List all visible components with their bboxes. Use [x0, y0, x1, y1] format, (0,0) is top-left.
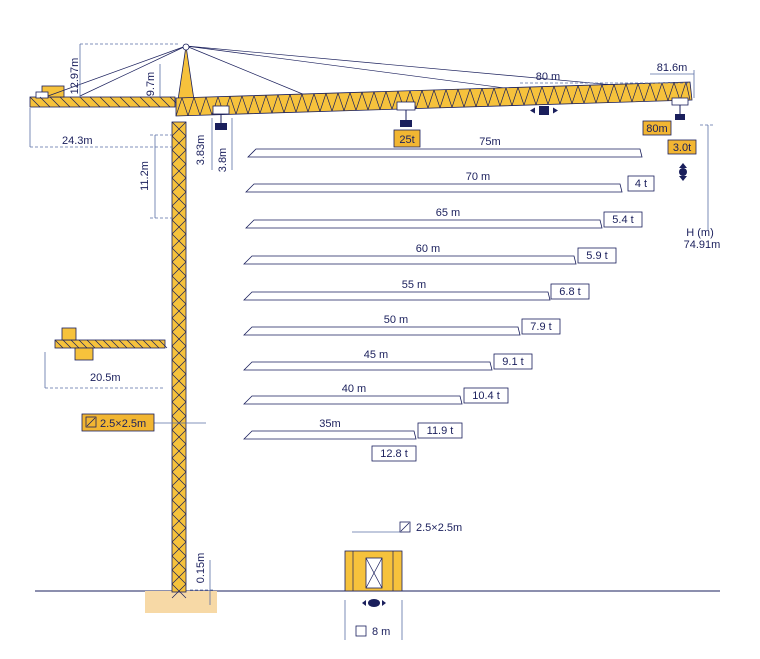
erecting-jib-label: 20.5m [90, 372, 121, 384]
height-value-label: 74.91m [684, 239, 721, 251]
tower-head [47, 43, 691, 101]
jib-config-length: 60 m [416, 243, 440, 255]
jib-config-row: 60 m 5.9 t [243, 243, 617, 265]
jib-config-capacity-box [627, 175, 655, 192]
jib-config-length: 65 m [436, 207, 460, 219]
hoist-icon [679, 163, 687, 181]
jib-config-row: 55 m 6.8 t [243, 279, 590, 301]
under-hook-height-2: 3.8m [217, 148, 229, 172]
jib-config-capacity: 7.9 t [530, 321, 551, 333]
jib-config-length: 35m [319, 418, 340, 430]
max-load-label: 25t [399, 134, 414, 146]
foundation-block [145, 591, 217, 613]
height-unit-label: H (m) [686, 227, 714, 239]
jib-config-capacity-box [603, 211, 643, 228]
jib-config-length: 75m [479, 136, 500, 148]
square-icon [355, 625, 367, 637]
jib-config-row: 40 m 10.4 t [243, 383, 509, 405]
trolley-tip [671, 97, 689, 120]
counterweight [41, 85, 65, 98]
square-section-icon [85, 416, 97, 428]
jib-config-capacity: 6.8 t [559, 286, 580, 298]
jib-config-bar [243, 430, 417, 440]
jib-config-capacity-box [577, 247, 617, 264]
tip-radius-box [642, 120, 672, 136]
tip-load-label: 3.0t [673, 142, 691, 154]
jib-config-capacity: 4 t [635, 178, 647, 190]
jib-config-bar [245, 183, 623, 193]
square-section-icon-base [399, 521, 411, 533]
jib-config-length: 50 m [384, 314, 408, 326]
head-height-label: 12.97m [69, 58, 81, 95]
mast-section-label: 2.5×2.5m [100, 418, 146, 430]
jib-config-capacity-box [371, 445, 417, 462]
jib-config-row: 35m 11.9 t [243, 418, 463, 440]
trolley-travel-icon [530, 106, 558, 115]
counter-jib [29, 85, 181, 108]
erecting-crane [54, 327, 168, 361]
jib-tip-length: 81.6m [657, 62, 688, 74]
under-hook-height-1: 3.83m [195, 135, 207, 166]
base-section-label: 2.5×2.5m [416, 522, 462, 534]
jib-config-length: 70 m [466, 171, 490, 183]
jib-config-capacity: 5.9 t [586, 250, 607, 262]
jib-config-bar [243, 361, 493, 371]
upper-section-label: 11.2m [139, 161, 151, 191]
trolley-max-load [396, 101, 416, 127]
main-jib [175, 81, 693, 117]
jib-config-length: 40 m [342, 383, 366, 395]
jib-config-bar [243, 255, 577, 265]
dimension-lines [29, 43, 714, 640]
jib-config-capacity: 12.8 t [380, 448, 408, 460]
jib-config-capacity: 11.9 t [427, 425, 454, 437]
counter-jib-length: 24.3m [62, 135, 93, 147]
jib-config-bar [243, 291, 551, 301]
jib-config-bar [243, 395, 463, 405]
tower-mast [171, 121, 187, 599]
jib-config-capacity: 10.4 t [472, 390, 500, 402]
jib-config-capacity: 9.1 t [502, 356, 523, 368]
jib-config-capacity-box [550, 283, 590, 300]
jib-config-capacity: 5.4 t [612, 214, 633, 226]
base-section [344, 550, 403, 592]
tip-load-box [667, 139, 697, 155]
jib-config-row: 50 m 7.9 t [243, 314, 561, 336]
jib-config-capacity-box [493, 353, 533, 370]
jib-config-row: 75m [247, 136, 643, 158]
jib-config-row: 12.8 t [371, 445, 417, 462]
jib-config-length: 45 m [364, 349, 388, 361]
jib-max-length: 80 m [536, 71, 560, 83]
tip-radius-label: 80m [646, 123, 667, 135]
jib-config-row: 45 m 9.1 t [243, 349, 533, 371]
jib-config-bar [245, 219, 603, 229]
base-size-label: 8 m [372, 626, 390, 638]
slew-icon [362, 599, 386, 607]
mast-section-box [81, 413, 155, 432]
jib-config-row: 70 m 4 t [245, 171, 655, 193]
jib-config-row: 65 m 5.4 t [245, 207, 643, 229]
jib-config-capacity-box [417, 422, 463, 439]
jib-config-capacity-box [463, 387, 509, 404]
tie-height-label: 9.7m [145, 72, 157, 96]
jib-config-capacity-box [521, 318, 561, 335]
jib-configurations: 75m 70 m 4 t 65 m 5.4 t 60 m 5.9 t 55 m 6.8 t 50 … [243, 136, 655, 462]
base-height-label: 0.15m [195, 553, 207, 584]
trolley-near [212, 105, 230, 130]
max-load-box [393, 129, 421, 148]
jib-config-bar [243, 326, 521, 336]
jib-config-bar [247, 148, 643, 158]
jib-config-length: 55 m [402, 279, 426, 291]
